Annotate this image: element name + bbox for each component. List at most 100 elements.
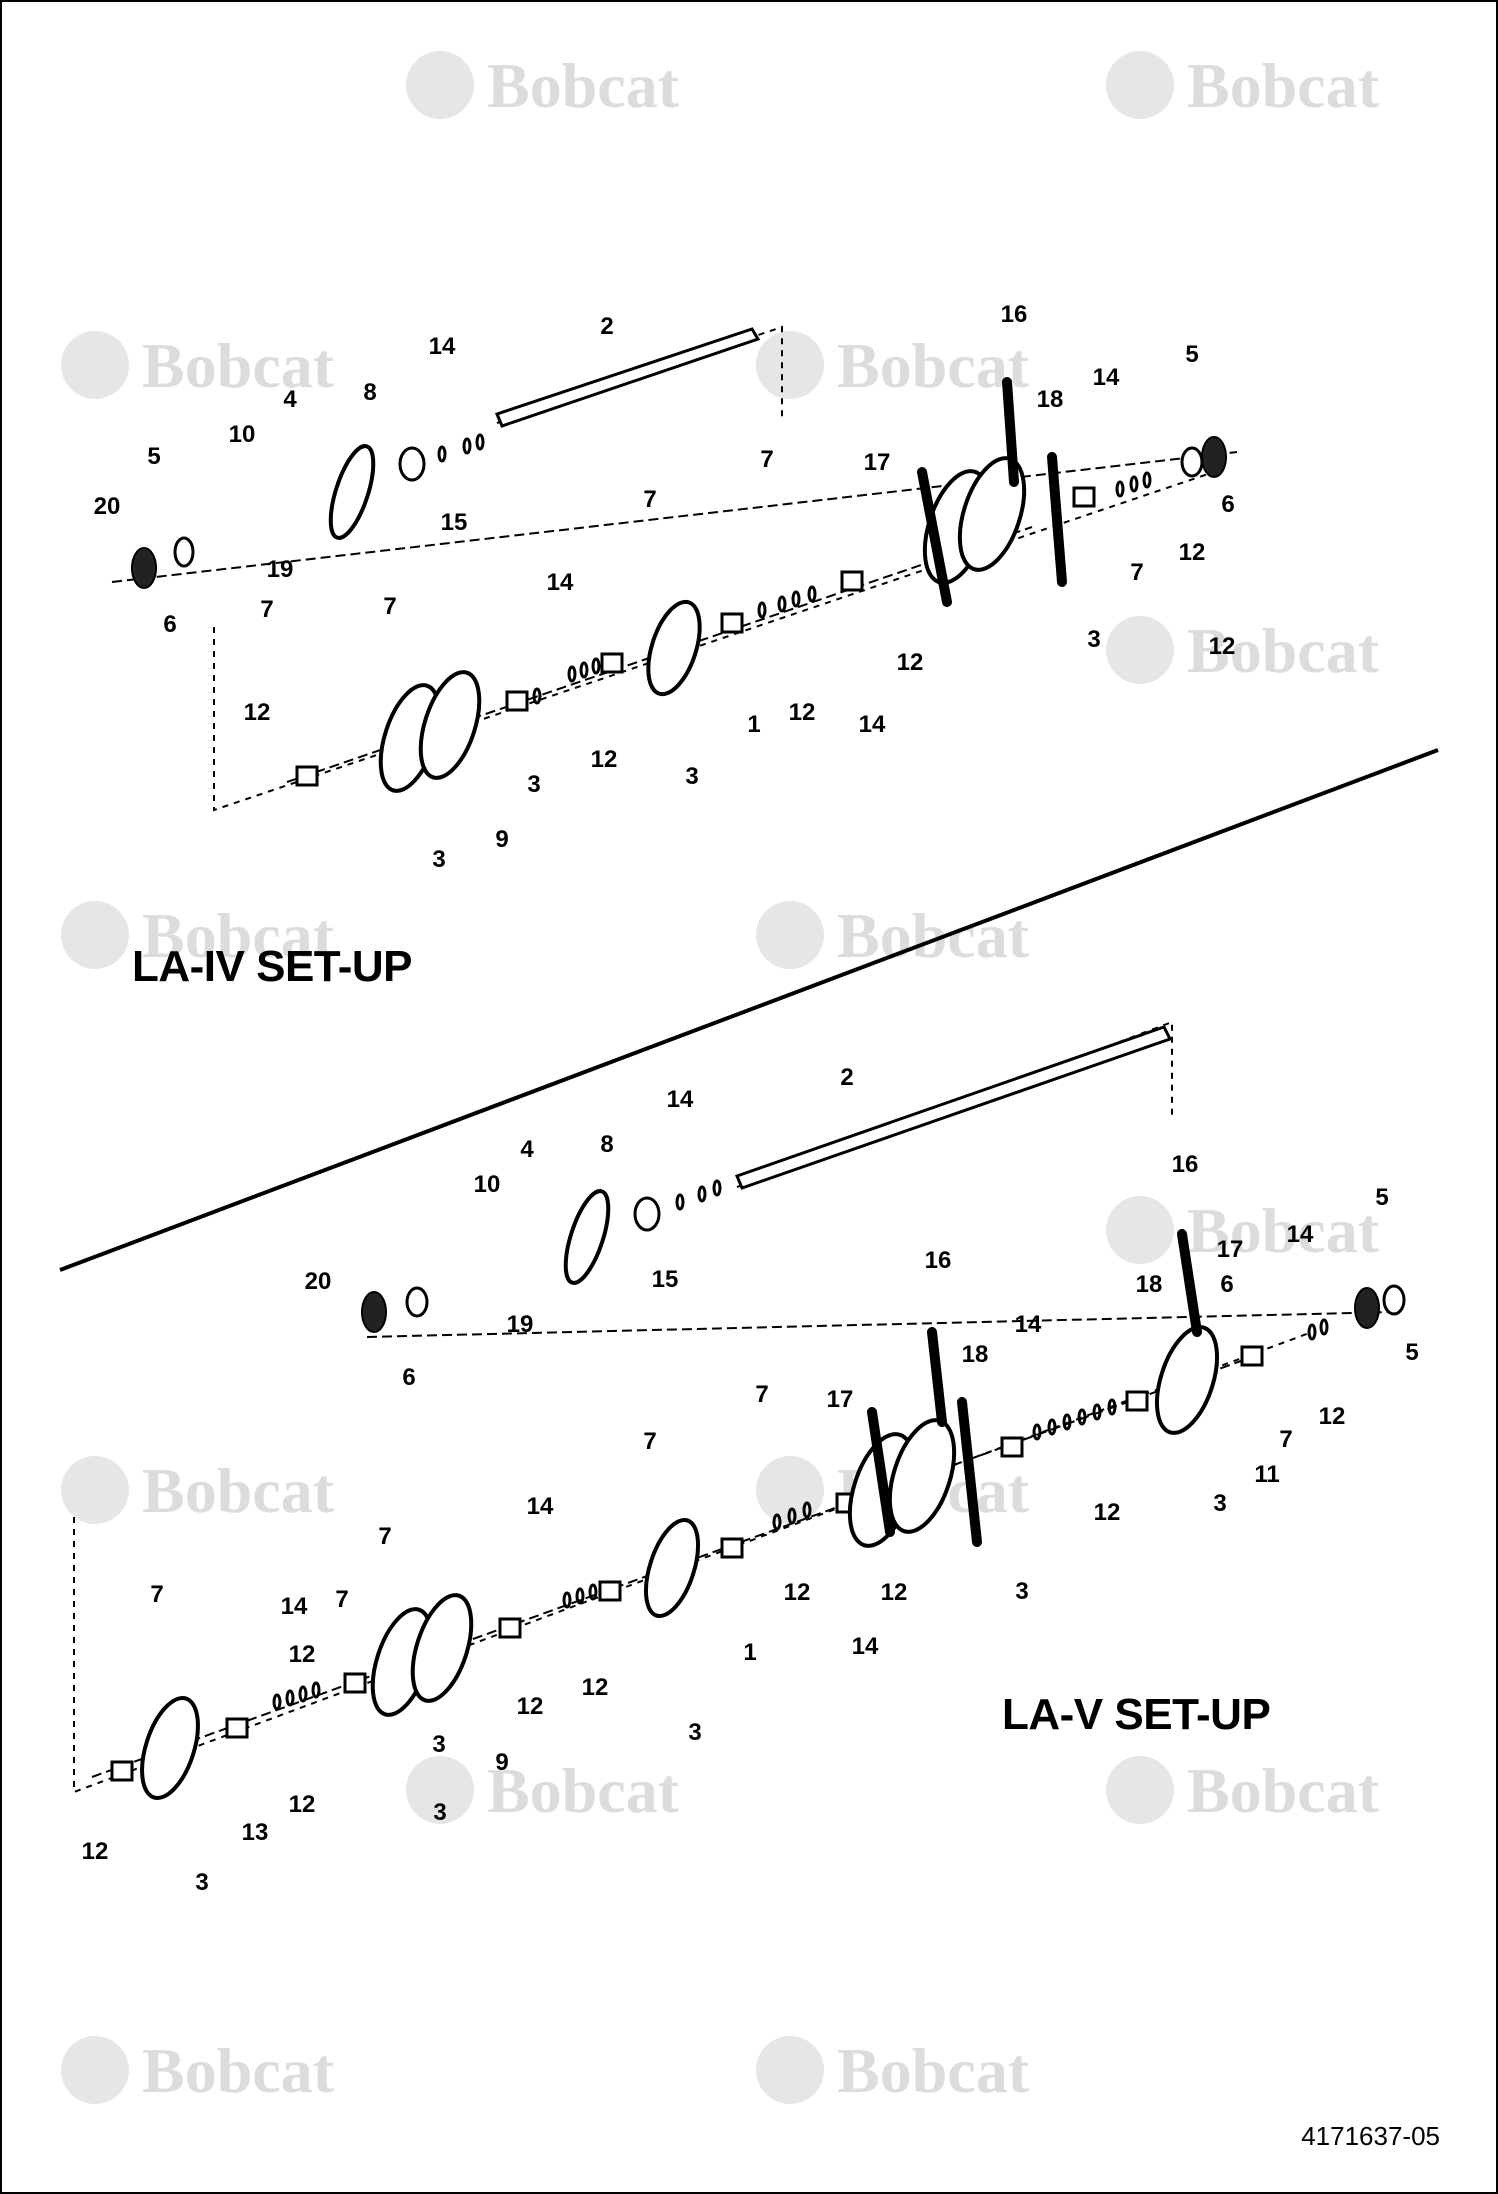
callout-label: 16: [925, 1247, 952, 1274]
callout-label: 8: [600, 1131, 613, 1158]
callout-label: 7: [1130, 559, 1143, 586]
document-number: 4171637-05: [1301, 2121, 1440, 2151]
callout-label: 7: [260, 596, 273, 623]
callout-label: 5: [1185, 341, 1198, 368]
callout-label: 14: [1015, 1311, 1042, 1338]
bobcat-watermark-logo: Bobcat: [406, 50, 680, 121]
hub: [173, 536, 195, 568]
la-iv-assembly: [111, 325, 1238, 812]
svg-text:Bobcat: Bobcat: [837, 2035, 1030, 2106]
hub: [405, 1286, 429, 1318]
callout-label: 6: [402, 1364, 415, 1391]
callout-label: 2: [600, 313, 613, 340]
callout-label: 7: [643, 486, 656, 513]
bobcat-watermark-logo: Bobcat: [1106, 1195, 1380, 1266]
hub: [1180, 446, 1204, 478]
axis-centerline: [111, 451, 1238, 583]
callout-label: 5: [1375, 1184, 1388, 1211]
spacers: [295, 486, 1096, 787]
callout-label: 2: [840, 1064, 853, 1091]
callout-label: 7: [760, 446, 773, 473]
hub: [1382, 1284, 1406, 1316]
la-v-assembly: [73, 1020, 1406, 1801]
sprocket-disc: [563, 1189, 611, 1285]
shaft: [735, 1025, 1173, 1190]
callout-label: 6: [1221, 491, 1234, 518]
callout-label: 6: [163, 611, 176, 638]
callout-label: 3: [1015, 1578, 1028, 1605]
callout-label: 3: [1087, 626, 1100, 653]
callout-label: 12: [1094, 1499, 1121, 1526]
callout-label: 15: [652, 1266, 679, 1293]
callout-label: 4: [520, 1136, 534, 1163]
svg-text:Bobcat: Bobcat: [142, 1455, 335, 1526]
callout-label: 19: [267, 556, 294, 583]
shaft: [494, 327, 761, 428]
bobcat-watermark-logo: Bobcat: [1106, 50, 1380, 121]
callout-label: 7: [1279, 1426, 1292, 1453]
callout-label: 14: [429, 333, 456, 360]
callout-label: 18: [1037, 386, 1064, 413]
hub: [398, 446, 426, 482]
callout-label: 12: [289, 1791, 316, 1818]
bearing: [131, 547, 157, 589]
callout-label: 4: [283, 386, 297, 413]
callout-label: 7: [378, 1523, 391, 1550]
separator-line: [59, 748, 1439, 1272]
svg-text:Bobcat: Bobcat: [837, 330, 1030, 401]
callout-label: 3: [685, 763, 698, 790]
callout-label: 7: [150, 1581, 163, 1608]
callout-label: 7: [335, 1586, 348, 1613]
callout-label: 12: [1319, 1403, 1346, 1430]
callout-label: 20: [305, 1268, 332, 1295]
svg-text:Bobcat: Bobcat: [487, 50, 680, 121]
callout-label: 12: [244, 699, 271, 726]
svg-text:Bobcat: Bobcat: [1187, 615, 1380, 686]
callout-label: 17: [1217, 1236, 1244, 1263]
callout-label: 3: [1213, 1490, 1226, 1517]
callout-label: 14: [667, 1086, 694, 1113]
callout-label: 12: [881, 1579, 908, 1606]
svg-text:Bobcat: Bobcat: [1187, 1755, 1380, 1826]
sprocket-wheels: [378, 456, 1027, 793]
bearing: [361, 1291, 387, 1333]
callout-label: 11: [1254, 1461, 1279, 1488]
callout-label: 3: [195, 1869, 208, 1896]
callout-label: 3: [432, 846, 445, 873]
svg-text:Bobcat: Bobcat: [1187, 50, 1380, 121]
svg-text:Bobcat: Bobcat: [487, 1755, 680, 1826]
spacer-rings: [272, 1179, 1329, 1711]
callout-label: 14: [852, 1633, 879, 1660]
callout-label: 12: [897, 649, 924, 676]
callout-label: 3: [433, 1799, 446, 1826]
callout-label: 12: [517, 1693, 544, 1720]
callout-label: 19: [507, 1311, 534, 1338]
bobcat-watermark-logo: Bobcat: [61, 330, 335, 401]
svg-text:Bobcat: Bobcat: [142, 2035, 335, 2106]
svg-text:Bobcat: Bobcat: [142, 330, 335, 401]
callout-label: 14: [547, 569, 574, 596]
callout-label: 3: [688, 1719, 701, 1746]
callout-label: 5: [147, 443, 160, 470]
svg-text:Bobcat: Bobcat: [142, 900, 335, 971]
callout-label: 12: [789, 699, 816, 726]
callout-label: 10: [474, 1171, 501, 1198]
bobcat-watermark-logo: Bobcat: [1106, 615, 1380, 686]
callout-label: 14: [281, 1593, 308, 1620]
callout-label: 7: [755, 1381, 768, 1408]
bobcat-watermark-logo: Bobcat: [756, 900, 1030, 971]
la-v-setup-title: LA-V SET-UP: [1002, 1690, 1271, 1739]
callout-label: 12: [784, 1579, 811, 1606]
callout-label: 16: [1172, 1151, 1199, 1178]
callout-label: 7: [383, 593, 396, 620]
callout-label: 15: [441, 509, 468, 536]
bobcat-watermark-logo: Bobcat: [406, 1755, 680, 1826]
callout-label: 1: [747, 711, 760, 738]
axis-centerline: [366, 1311, 1393, 1338]
callout-label: 9: [495, 1749, 508, 1776]
callout-label: 3: [527, 771, 540, 798]
callout-label: 10: [229, 421, 256, 448]
callout-label: 12: [591, 746, 618, 773]
